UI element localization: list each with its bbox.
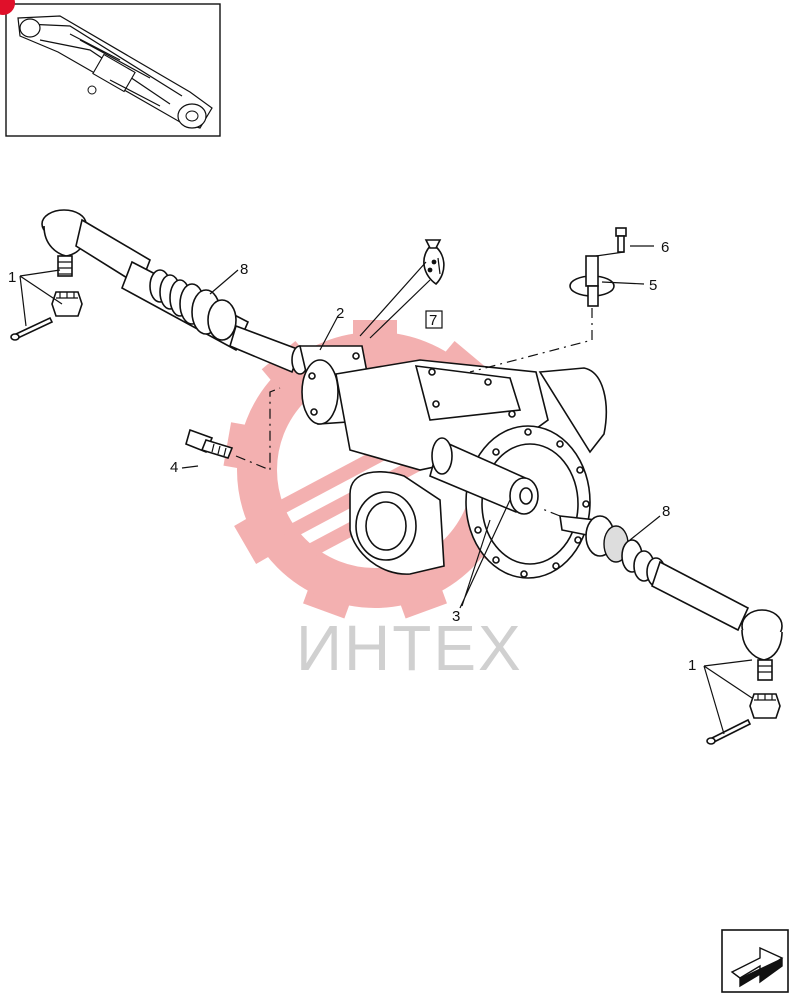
- thumbnail-frame[interactable]: [0, 0, 221, 137]
- right-cotter-pin: [706, 718, 752, 745]
- right-bellows-boot: [585, 515, 666, 587]
- callout-4[interactable]: 4: [170, 459, 178, 476]
- center-lines: [235, 308, 593, 517]
- leader-lines: [19, 245, 753, 735]
- pivot-stud: [569, 255, 615, 307]
- next-page-arrow-icon: [730, 946, 784, 988]
- sealant-kit-icon: [423, 239, 445, 286]
- axle-housing: [298, 345, 607, 579]
- callout-3[interactable]: 3: [452, 608, 460, 625]
- callout-5[interactable]: 5: [649, 277, 657, 294]
- flange-bolt-holes: [474, 428, 590, 578]
- callout-1-left[interactable]: 1: [8, 269, 16, 286]
- left-bellows-boot: [149, 269, 237, 341]
- callout-8-right[interactable]: 8: [662, 503, 670, 520]
- callout-6[interactable]: 6: [661, 239, 669, 256]
- right-tie-rod: [559, 515, 750, 632]
- right-castle-nut: [749, 693, 781, 719]
- next-page-button[interactable]: [721, 929, 789, 993]
- axle-assembly-thumbnail-icon: [17, 15, 213, 129]
- callout-7: 7: [429, 312, 437, 329]
- right-tie-rod-end: [741, 609, 783, 681]
- cap-screw: [615, 227, 627, 253]
- callout-1-right[interactable]: 1: [688, 657, 696, 674]
- callout-8-left[interactable]: 8: [240, 261, 248, 278]
- left-tie-rod: [121, 260, 309, 375]
- bolt: [185, 428, 234, 459]
- watermark-text: ИНТЕХ: [296, 612, 523, 684]
- callout-2[interactable]: 2: [336, 305, 344, 322]
- left-castle-nut: [51, 291, 83, 317]
- thumbnail-marker: [0, 0, 15, 15]
- left-cotter-pin: [10, 316, 54, 341]
- callout-7-box[interactable]: 7: [425, 310, 443, 329]
